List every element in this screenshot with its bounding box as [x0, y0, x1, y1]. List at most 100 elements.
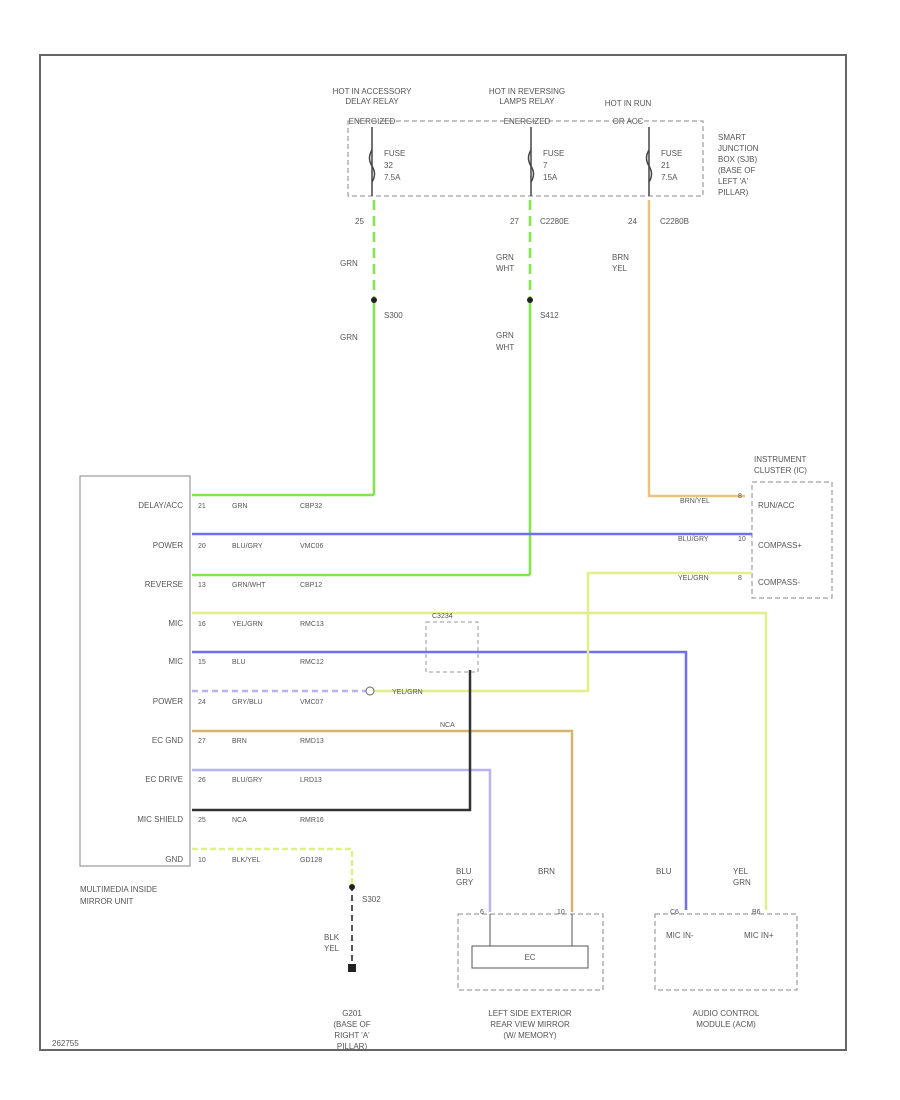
acm-name1: AUDIO CONTROL [693, 1009, 760, 1018]
acm-pin-1: C6 [670, 909, 679, 916]
ground-g201 [348, 964, 356, 972]
splice-s300 [371, 297, 377, 303]
acm-pin-2: B6 [752, 909, 761, 916]
lm-ec-element [471, 945, 589, 969]
source-run-line1: HOT IN RUN [605, 99, 652, 108]
acm-terminal-1: MIC IN- [666, 931, 694, 940]
acm-wire-2a: YEL [733, 867, 749, 876]
row-wire-color: BRN [232, 738, 247, 745]
row-wires: YEL/GRN NCA C3234 [192, 493, 768, 972]
source-rev-line2: LAMPS RELAY [500, 97, 556, 106]
wire-label-grn-a: GRN [340, 259, 358, 268]
source-rev-line1: HOT IN REVERSING [489, 87, 565, 96]
fuse1-num: 32 [384, 161, 393, 170]
acm-wire-2b: GRN [733, 878, 751, 887]
row-circuit: RMC12 [300, 659, 324, 666]
wire-brn-yel [647, 200, 745, 498]
mirror-unit: MULTIMEDIA INSIDE MIRROR UNIT [79, 475, 191, 906]
fuse2-label: FUSE [543, 149, 564, 158]
connector-c2280b: C2280B [660, 217, 689, 226]
row-pin: 27 [198, 738, 206, 745]
shield-box [425, 621, 479, 673]
acm-wire-1: BLU [656, 867, 672, 876]
ic-compass-minus: COMPASS- [758, 578, 800, 587]
acm-name2: MODULE (ACM) [696, 1020, 756, 1029]
fuse2-num: 7 [543, 161, 548, 170]
wire-row-gnd [192, 847, 354, 885]
ic-wire-1: BRN/YEL [680, 498, 710, 505]
splice-s300-label: S300 [384, 311, 403, 320]
wire-label-brn-yel-1: BRN [612, 253, 629, 262]
wire-row-ec-drive [192, 768, 492, 912]
splice-s412-label: S412 [540, 311, 559, 320]
fuse1-amp: 7.5A [384, 173, 401, 182]
source-acc-line1: HOT IN ACCESSORY [333, 87, 413, 96]
ground-wire-1: BLK [324, 933, 340, 942]
fuse1-symbol [368, 149, 376, 183]
row-wire-color: BLU [232, 659, 246, 666]
lm-name1: LEFT SIDE EXTERIOR [488, 1009, 572, 1018]
row-wire-color: GRN/WHT [232, 582, 266, 589]
row-label: POWER [153, 541, 183, 550]
pin-25: 25 [355, 217, 364, 226]
lm-wire-1a: BLU [456, 867, 472, 876]
ground-wire-2: YEL [324, 944, 340, 953]
left-exterior-mirror: BLU GRY BRN 6 10 EC LEFT SIDE EXTERIOR R… [456, 867, 604, 1040]
wire-row-mic-shield [192, 670, 472, 812]
row-wire-color: BLU/GRY [232, 543, 263, 550]
wire-mid-label: NCA [440, 722, 455, 729]
sjb-line3: BOX (SJB) [718, 155, 757, 164]
sjb-box [347, 120, 704, 197]
mirror-unit-name2: MIRROR UNIT [80, 897, 133, 906]
row-circuit: LRD13 [300, 777, 322, 784]
row-wire-color: GRY/BLU [232, 699, 263, 706]
wire-yel-grn-compass [374, 571, 752, 693]
row-label: GND [165, 855, 183, 864]
row-pin: 25 [198, 817, 206, 824]
row-pin: 15 [198, 659, 206, 666]
row-pin: 20 [198, 543, 206, 550]
row-label: EC GND [152, 736, 183, 745]
wire-row-mic-minus [192, 650, 688, 910]
row-label: EC DRIVE [145, 775, 183, 784]
ic-pin-10: 10 [738, 536, 746, 543]
row-circuit: CBP12 [300, 582, 322, 589]
mirror-unit-name1: MULTIMEDIA INSIDE [80, 885, 157, 894]
lm-pin-1: 6 [480, 909, 484, 916]
wire-label-grn-wht-a2: WHT [496, 264, 514, 273]
wire-label-grn-wht-b2: WHT [496, 343, 514, 352]
ic-pin-8: 8 [738, 575, 742, 582]
sjb-line4: (BASE OF [718, 166, 755, 175]
sjb-line6: PILLAR) [718, 188, 749, 197]
row-circuit: VMC07 [300, 699, 323, 706]
connector-c2280e: C2280E [540, 217, 569, 226]
wire-label-grn-wht-b1: GRN [496, 331, 514, 340]
lm-pin-2: 10 [557, 909, 565, 916]
sjb-block: HOT IN ACCESSORY DELAY RELAY ENERGIZED H… [333, 87, 759, 226]
splice-s302 [349, 884, 355, 890]
row-pin: 10 [198, 857, 206, 864]
footer-code: 262755 [52, 1039, 79, 1048]
mirror-unit-box [79, 475, 191, 867]
row-wire-color: NCA [232, 817, 247, 824]
sjb-line1: SMART [718, 133, 746, 142]
diagram-frame [39, 54, 847, 1051]
ic-box [751, 481, 833, 599]
ground-labels: S302 BLK YEL G201 (BASE OF RIGHT 'A' PIL… [324, 895, 381, 1051]
lm-box [457, 913, 604, 991]
ground-loc3: RIGHT 'A' [334, 1031, 370, 1040]
lm-wire-1b: GRY [456, 878, 474, 887]
row-label: MIC SHIELD [137, 815, 183, 824]
sjb-line5: LEFT 'A' [718, 177, 749, 186]
fuse3-label: FUSE [661, 149, 682, 158]
ic-compass-plus: COMPASS+ [758, 541, 802, 550]
connector-dot [365, 686, 375, 696]
row-wire-color: BLK/YEL [232, 857, 261, 864]
row-pin: 16 [198, 621, 206, 628]
sjb-line2: JUNCTION [718, 144, 759, 153]
row-label: MIC [168, 619, 183, 628]
row-wire-color: GRN [232, 503, 248, 510]
fuse2-symbol [527, 149, 535, 183]
